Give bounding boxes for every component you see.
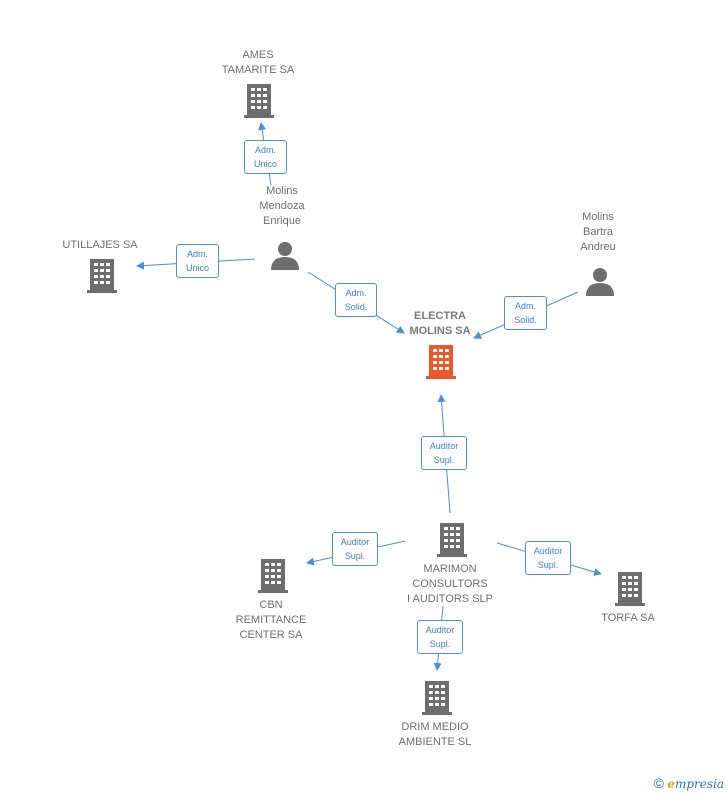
edge-label-adm-solid[interactable]: Adm. Solid. — [335, 283, 377, 317]
building-icon[interactable] — [244, 84, 274, 118]
edge-label-auditor-supl[interactable]: Auditor Supl. — [417, 620, 463, 654]
edge-label-adm-solid[interactable]: Adm. Solid. — [504, 296, 547, 330]
edge-label-adm-unico[interactable]: Adm. Unico — [244, 140, 287, 174]
brand-initial: e — [667, 777, 675, 791]
brand-logo[interactable]: © empresia — [654, 775, 724, 791]
main-company-label[interactable]: ELECTRA MOLINS SA — [409, 310, 471, 337]
building-icon[interactable] — [258, 559, 288, 593]
person-label-molins-bartra[interactable]: Molins Bartra Andreu — [580, 211, 616, 253]
copyright-symbol: © — [653, 775, 664, 791]
main-building-icon[interactable] — [425, 345, 457, 379]
person-label-molins-mendoza[interactable]: Molins Mendoza Enrique — [259, 185, 305, 227]
company-label-drim[interactable]: DRIM MEDIO AMBIENTE SL — [398, 721, 472, 748]
building-icon[interactable] — [422, 681, 452, 715]
person-icon[interactable] — [270, 240, 300, 270]
edge-label-auditor-supl[interactable]: Auditor Supl. — [421, 436, 467, 470]
company-label-marimon[interactable]: MARIMON CONSULTORS I AUDITORS SLP — [407, 563, 493, 605]
edge-label-auditor-supl[interactable]: Auditor Supl. — [525, 541, 571, 575]
company-label-cbn[interactable]: CBN REMITTANCE CENTER SA — [235, 599, 307, 641]
brand-name: mpresia — [674, 777, 724, 791]
building-icon[interactable] — [437, 523, 467, 557]
building-icon[interactable] — [615, 572, 645, 606]
edge-label-adm-unico[interactable]: Adm. Unico — [176, 244, 219, 278]
company-label-ames[interactable]: AMES TAMARITE SA — [221, 49, 295, 76]
building-icon[interactable] — [87, 259, 117, 293]
company-label-torfa[interactable]: TORFA SA — [601, 612, 655, 624]
company-label-utillajes[interactable]: UTILLAJES SA — [62, 239, 138, 251]
person-icon[interactable] — [585, 266, 615, 296]
edge-label-auditor-supl[interactable]: Auditor Supl. — [332, 532, 378, 566]
